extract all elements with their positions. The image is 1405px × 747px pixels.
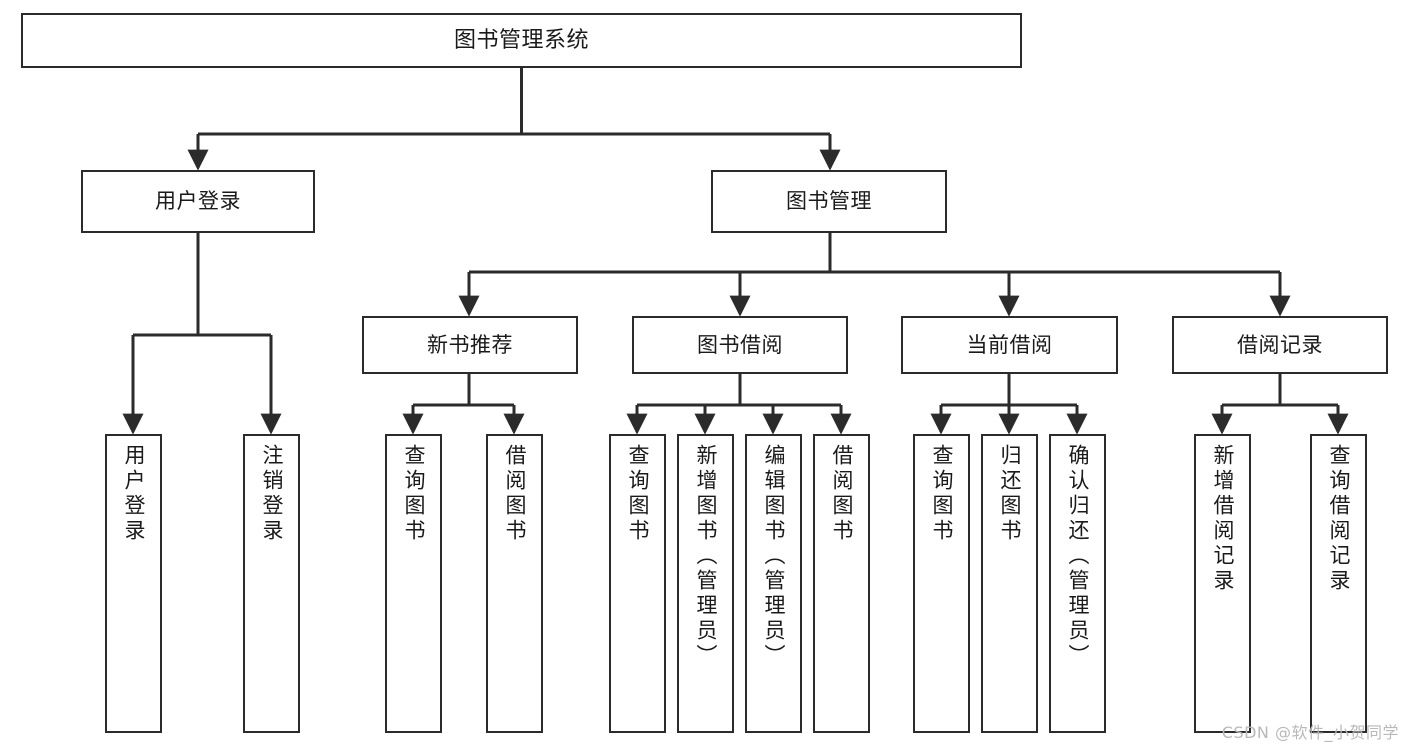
node-new-book-recommend[interactable]: 新书推荐 bbox=[362, 316, 578, 374]
leaf-borrow-record-query-record[interactable]: 查询借阅记录 bbox=[1310, 434, 1367, 733]
leaf-logout[interactable]: 注销登录 bbox=[243, 434, 300, 733]
node-label: 新书推荐 bbox=[427, 332, 513, 357]
node-label: 用户登录 bbox=[122, 444, 146, 544]
node-book-management[interactable]: 图书管理 bbox=[711, 170, 947, 233]
leaf-current-borrow-query-books[interactable]: 查询图书 bbox=[913, 434, 970, 733]
node-label: 图书管理 bbox=[786, 189, 872, 214]
leaf-current-borrow-return-books[interactable]: 归还图书 bbox=[981, 434, 1038, 733]
node-borrow-record[interactable]: 借阅记录 bbox=[1172, 316, 1388, 374]
node-label: 图书借阅 bbox=[697, 332, 783, 357]
leaf-new-book-query-books[interactable]: 查询图书 bbox=[385, 434, 442, 733]
node-label: 确认归还（管理员） bbox=[1066, 444, 1090, 669]
node-label: 当前借阅 bbox=[966, 332, 1053, 357]
node-label: 查询借阅记录 bbox=[1327, 444, 1351, 594]
node-label: 查询图书 bbox=[930, 444, 954, 544]
node-label: 新增图书（管理员） bbox=[694, 444, 718, 669]
node-label: 借阅图书 bbox=[503, 444, 527, 544]
node-current-borrow[interactable]: 当前借阅 bbox=[901, 316, 1118, 374]
leaf-book-borrow-edit-book-admin[interactable]: 编辑图书（管理员） bbox=[745, 434, 802, 733]
node-label: 图书管理系统 bbox=[453, 27, 589, 53]
leaf-new-book-borrow-books[interactable]: 借阅图书 bbox=[486, 434, 543, 733]
leaf-user-login[interactable]: 用户登录 bbox=[105, 434, 162, 733]
leaf-book-borrow-add-book-admin[interactable]: 新增图书（管理员） bbox=[677, 434, 734, 733]
leaf-current-borrow-confirm-return-admin[interactable]: 确认归还（管理员） bbox=[1049, 434, 1106, 733]
node-label: 用户登录 bbox=[155, 189, 241, 214]
node-label: 借阅记录 bbox=[1237, 332, 1323, 357]
node-root-book-management-system[interactable]: 图书管理系统 bbox=[21, 13, 1022, 68]
node-label: 归还图书 bbox=[998, 444, 1022, 544]
node-label: 注销登录 bbox=[260, 444, 284, 544]
node-label: 查询图书 bbox=[402, 444, 426, 544]
node-label: 编辑图书（管理员） bbox=[762, 444, 786, 669]
leaf-borrow-record-add-record[interactable]: 新增借阅记录 bbox=[1194, 434, 1251, 733]
node-label: 查询图书 bbox=[626, 444, 650, 544]
node-label: 新增借阅记录 bbox=[1211, 444, 1235, 594]
leaf-book-borrow-query-books[interactable]: 查询图书 bbox=[609, 434, 666, 733]
node-book-borrow[interactable]: 图书借阅 bbox=[632, 316, 848, 374]
leaf-book-borrow-borrow-books[interactable]: 借阅图书 bbox=[813, 434, 870, 733]
node-label: 借阅图书 bbox=[830, 444, 854, 544]
node-user-login[interactable]: 用户登录 bbox=[81, 170, 315, 233]
